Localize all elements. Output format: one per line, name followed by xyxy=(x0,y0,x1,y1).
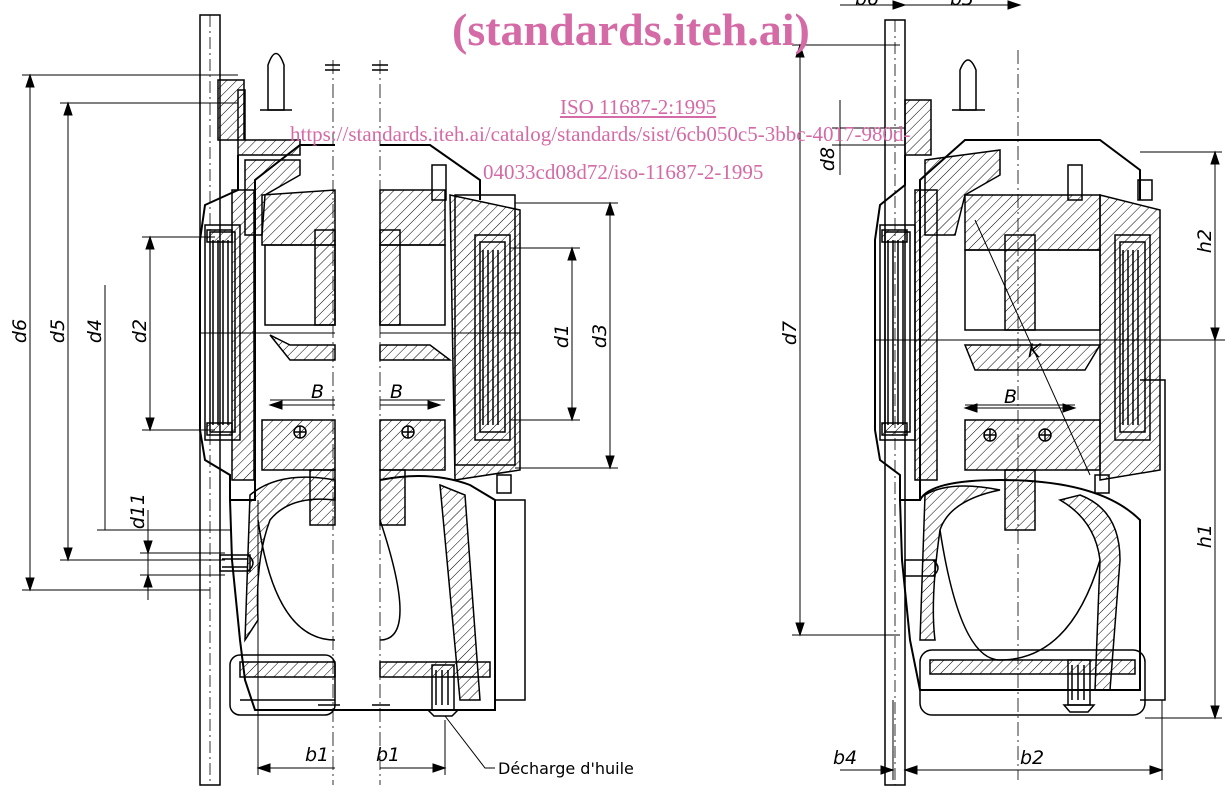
label-d6: d6 xyxy=(9,318,32,344)
label-d7: d7 xyxy=(779,320,802,346)
label-b2: b2 xyxy=(1020,747,1045,769)
label-B-right: B xyxy=(1004,386,1018,408)
watermark-iso-link[interactable]: ISO 11687-2:1995 xyxy=(560,95,717,119)
label-b6: b6 xyxy=(855,0,879,10)
watermark-url-line1[interactable]: https://standards.iteh.ai/catalog/standa… xyxy=(290,122,911,146)
label-d8: d8 xyxy=(817,146,840,172)
label-b4: b4 xyxy=(833,747,858,769)
right-assembly xyxy=(874,19,1225,786)
label-h1: h1 xyxy=(1194,523,1217,549)
label-d2: d2 xyxy=(129,318,152,344)
label-b3: b3 xyxy=(950,0,974,10)
label-h2: h2 xyxy=(1194,228,1217,254)
label-B-middle: B xyxy=(390,381,404,403)
label-K: K xyxy=(1028,340,1041,362)
label-d1: d1 xyxy=(551,323,574,349)
label-b1-right: b1 xyxy=(376,744,401,766)
label-B-left: B xyxy=(311,381,325,403)
middle-assembly xyxy=(318,60,526,785)
watermark-title: (standards.iteh.ai) xyxy=(452,4,810,55)
label-d4: d4 xyxy=(84,318,107,344)
dimension-lines xyxy=(22,0,1222,780)
watermark-url-line2[interactable]: 04033cd08d72/iso-11687-2-1995 xyxy=(483,160,764,184)
label-d11: d11 xyxy=(127,492,150,530)
label-d3: d3 xyxy=(589,323,612,349)
oil-drain-note: Décharge d'huile xyxy=(498,759,634,778)
left-assembly xyxy=(199,14,430,786)
label-b1-left: b1 xyxy=(305,744,330,766)
right-bearing xyxy=(474,234,511,441)
label-d5: d5 xyxy=(47,318,70,344)
lifting-eye xyxy=(267,52,285,111)
